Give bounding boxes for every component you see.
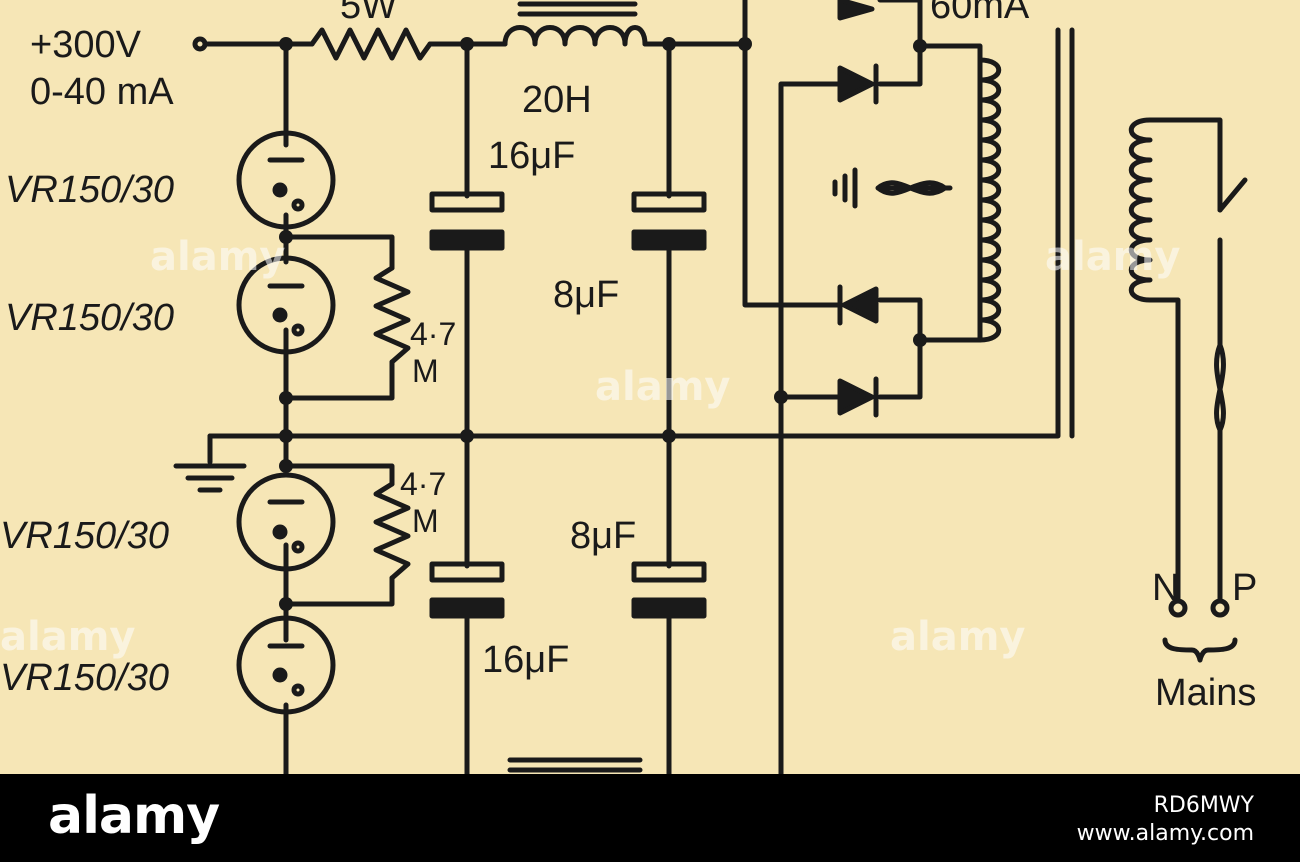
image-info: RD6MWY www.alamy.com — [1077, 792, 1254, 848]
center-tap-ground — [832, 167, 953, 209]
tube-2-label: VR150/30 — [5, 297, 174, 339]
bottom-choke-core — [507, 757, 643, 773]
footer-bar: alamy RD6MWY www.alamy.com — [0, 774, 1300, 862]
site-url[interactable]: www.alamy.com — [1076, 821, 1254, 846]
phase-label: P — [1232, 567, 1257, 609]
transformer-secondary — [977, 57, 1002, 343]
tube-4-label: VR150/30 — [0, 657, 169, 699]
res-bot-unit: M — [412, 503, 439, 539]
mains-brace — [1162, 637, 1238, 663]
neutral-terminal — [1168, 598, 1188, 618]
junction-dots — [279, 37, 927, 611]
power-supply-schematic: 5W 60mA +300V 0-40 mA 20H 16μF 8μF 8μF 1… — [0, 0, 1257, 774]
mains-label: Mains — [1155, 672, 1256, 714]
choke-coil — [502, 25, 648, 47]
cap-8uf-bot-plate — [631, 561, 707, 583]
cap-16uf-bot-base — [429, 597, 505, 619]
res-bot-value: 4·7 — [400, 466, 446, 502]
diode-1 — [837, 63, 879, 105]
cap-8uf-bot-base — [631, 597, 707, 619]
watermark-text: alamy — [595, 364, 730, 410]
output-current-label: 0-40 mA — [30, 71, 174, 113]
tube-3-label: VR150/30 — [0, 515, 169, 557]
cap-bot-right-label: 8μF — [570, 515, 636, 557]
output-voltage-label: +300V — [30, 24, 142, 66]
mains-switch — [1217, 177, 1248, 348]
series-resistor — [309, 27, 433, 61]
wire-res-bot — [283, 463, 395, 607]
res-top-value: 4·7 — [410, 316, 456, 352]
diode-top — [837, 0, 875, 21]
neutral-label: N — [1152, 567, 1179, 609]
tube-4 — [236, 615, 336, 715]
resistor-top — [373, 265, 411, 365]
cap-bot-left-label: 16μF — [482, 639, 569, 681]
choke-label: 20H — [522, 79, 592, 121]
cap-16uf-top-base — [429, 229, 505, 251]
phase-terminal — [1210, 598, 1230, 618]
alamy-logo[interactable]: alamy — [48, 786, 220, 846]
current-rating-label: 60mA — [930, 0, 1030, 27]
wire-rectifier-right — [877, 0, 983, 400]
watermark-overlay: alamy alamy alamy alamy alamy — [0, 234, 1180, 660]
watermark-text: alamy — [1045, 234, 1180, 280]
wire-rectifier-left — [742, 0, 843, 774]
watermark-text: alamy — [150, 234, 285, 280]
watermark-text: alamy — [890, 614, 1025, 660]
watermark-text: alamy — [0, 614, 135, 660]
cap-16uf-bot-plate — [429, 561, 505, 583]
centre-tap-fuse — [875, 180, 948, 196]
tube-2 — [236, 255, 336, 355]
diode-2 — [837, 284, 879, 326]
tube-1 — [236, 130, 336, 230]
resistor-watt-label: 5W — [340, 0, 397, 27]
cap-8uf-top-plate — [631, 191, 707, 213]
choke-core — [517, 1, 638, 17]
resistor-bottom — [373, 481, 411, 581]
wire-ground-rail — [207, 27, 1075, 439]
ground-symbol — [173, 433, 247, 493]
transformer-primary — [1128, 117, 1223, 603]
tube-1-label: VR150/30 — [5, 169, 174, 211]
cap-top-right-label: 8μF — [553, 274, 619, 316]
diode-3 — [837, 376, 879, 418]
res-top-unit: M — [412, 353, 439, 389]
cap-8uf-top-base — [631, 229, 707, 251]
wire-res-top — [283, 234, 395, 401]
mains-fuse — [1214, 342, 1226, 603]
output-terminal — [192, 36, 208, 52]
cap-top-left-label: 16μF — [488, 135, 575, 177]
tube-3 — [236, 472, 336, 572]
cap-16uf-top-plate — [429, 191, 505, 213]
image-id: RD6MWY — [1153, 793, 1254, 818]
